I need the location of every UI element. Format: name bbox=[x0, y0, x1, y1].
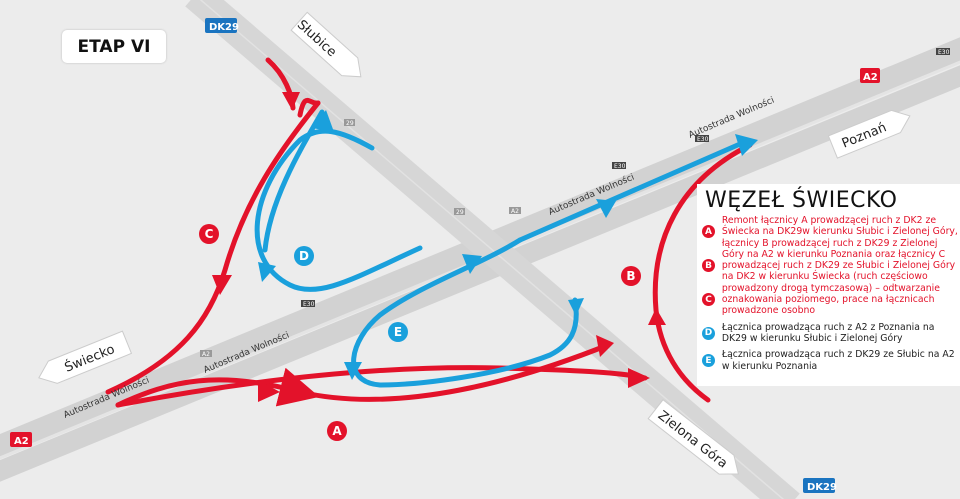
dk29-road bbox=[185, 0, 800, 499]
marker-a: A bbox=[332, 424, 342, 438]
legend-badge-c: C bbox=[702, 293, 715, 307]
dk29-bottom-label: DK29 bbox=[807, 482, 837, 493]
legend-red-group: A B C Remont łącznicy A prowadzącej ruch… bbox=[702, 215, 960, 317]
e30-badge: E30 bbox=[614, 163, 626, 170]
r29-badge: 29 bbox=[346, 120, 354, 127]
e30-badge: E30 bbox=[938, 49, 950, 56]
legend-title: WĘZEŁ ŚWIECKO bbox=[705, 188, 898, 213]
ramp-e bbox=[517, 141, 743, 243]
legend-item-e: E Łącznica prowadząca ruch z DK29 ze Słu… bbox=[702, 349, 960, 372]
arrowheads-red bbox=[212, 92, 666, 402]
stage-title: ETAP VI bbox=[62, 30, 166, 63]
route-markers: A B C D E bbox=[199, 224, 641, 441]
marker-c: C bbox=[205, 227, 214, 241]
legend-badge-d: D bbox=[702, 326, 715, 340]
r29-badge: 29 bbox=[456, 209, 464, 216]
ramp-b bbox=[652, 142, 753, 403]
legend-item-d: D Łącznica prowadząca ruch z A2 z Poznan… bbox=[702, 322, 960, 345]
arrowheads-blue bbox=[258, 110, 758, 380]
ramp-a bbox=[115, 342, 611, 408]
legend-badge-a: A bbox=[702, 225, 715, 239]
ramps-red bbox=[105, 57, 753, 408]
legend-text-e: Łącznica prowadząca ruch z DK29 ze Słubi… bbox=[721, 349, 955, 372]
a2-right-label: A2 bbox=[863, 72, 878, 83]
marker-e: E bbox=[394, 325, 402, 339]
marker-d: D bbox=[299, 249, 309, 263]
sign-swiecko: Świecko bbox=[38, 330, 133, 384]
a2-left-label: A2 bbox=[14, 436, 29, 447]
legend: WĘZEŁ ŚWIECKO A B C Remont łącznicy A pr… bbox=[697, 184, 960, 386]
ramp-d bbox=[254, 128, 423, 292]
legend-badge-b: B bbox=[702, 259, 715, 273]
a2-small-badge: A2 bbox=[202, 351, 210, 358]
legend-text-d: Łącznica prowadząca ruch z A2 z Poznania… bbox=[721, 321, 935, 344]
dk29-top-label: DK29 bbox=[209, 22, 239, 33]
e30-badge: E30 bbox=[697, 136, 709, 143]
legend-badge-e: E bbox=[702, 354, 715, 368]
a2-small-badge: A2 bbox=[511, 208, 519, 215]
route-badges: DK29 DK29 A2 A2 bbox=[10, 18, 880, 493]
marker-b: B bbox=[626, 269, 635, 283]
ramp-c bbox=[105, 100, 321, 395]
direction-signs: Słubice Poznań Świecko Zielona Góra bbox=[38, 11, 911, 475]
legend-red-text: Remont łącznicy A prowadzącej ruch z DK2… bbox=[721, 215, 958, 317]
e30-badge: E30 bbox=[303, 301, 315, 308]
